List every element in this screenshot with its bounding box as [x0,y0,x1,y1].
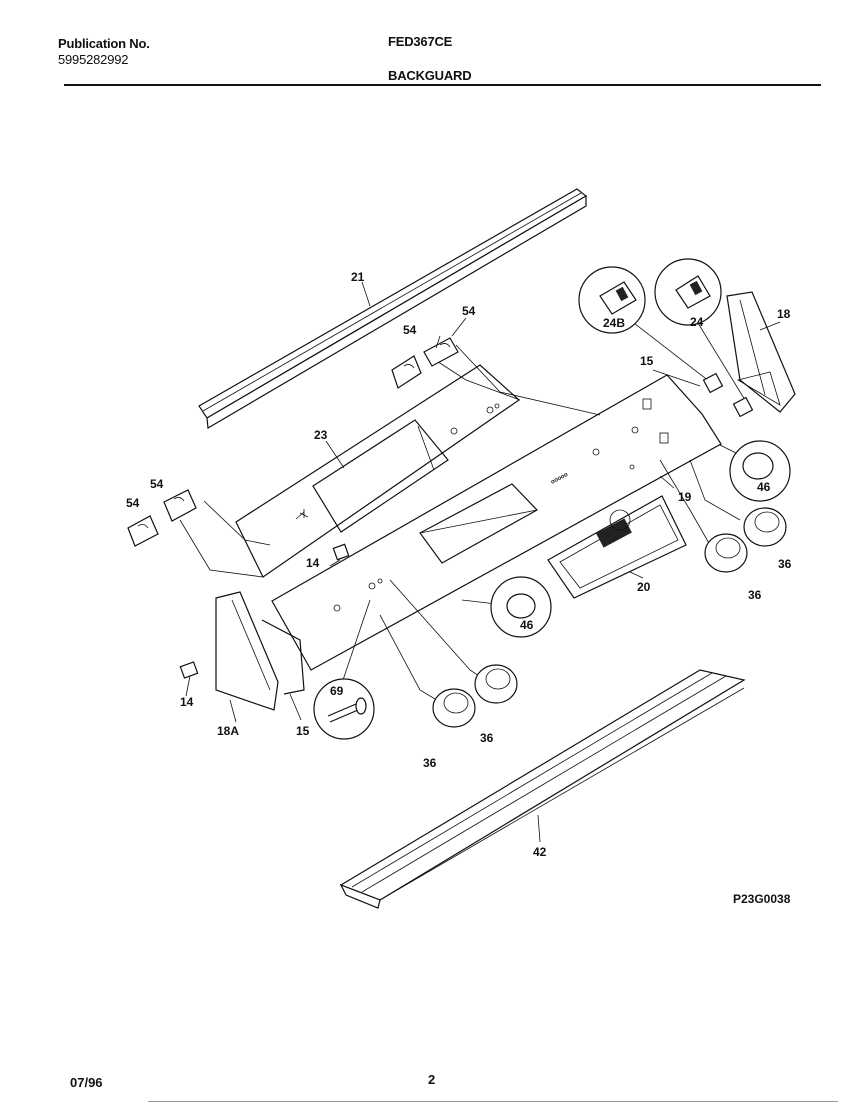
left-panel-part [235,364,520,578]
callout-36: 36 [778,557,792,571]
callout-54: 54 [150,477,164,491]
callout-19: 19 [678,490,692,504]
callout-46: 46 [520,618,534,632]
callout-24b: 24B [603,316,625,330]
top-trim-part [198,188,588,429]
knob-parts [432,440,791,728]
switch-callouts [578,258,754,418]
callout-21: 21 [351,270,365,284]
callout-36: 36 [748,588,762,602]
publication-number: 5995282992 [58,52,129,67]
callout-54: 54 [462,304,476,318]
clock-module-part [547,495,687,599]
callout-15: 15 [640,354,654,368]
publication-label: Publication No. [58,36,150,51]
callout-24: 24 [690,315,704,329]
callout-54: 54 [403,323,417,337]
clip-parts [179,543,350,679]
callout-14: 14 [180,695,194,709]
callout-69: 69 [330,684,344,698]
bracket-54-part [127,337,459,547]
callout-15: 15 [296,724,310,738]
callout-36: 36 [480,731,494,745]
callout-42: 42 [533,845,547,859]
svg-text:ooooo: ooooo [550,472,569,486]
callout-54: 54 [126,496,140,510]
header-rule [64,84,821,86]
page-number: 2 [428,1072,436,1087]
callout-labels: 21 54 54 54 54 23 24B 24 18 15 19 46 14 … [126,270,792,859]
callout-36: 36 [423,756,437,770]
callout-46: 46 [757,480,771,494]
main-panel-part: ooooo [271,374,722,671]
callout-18a: 18A [217,724,239,738]
model-number: FED367CE [388,34,453,49]
footer-date: 07/96 [70,1075,103,1090]
right-endcap-part [726,291,796,413]
footer-rule [148,1101,838,1102]
bottom-trim-part [339,669,746,909]
callout-leaders [185,281,781,843]
section-title: BACKGUARD [388,68,472,83]
callout-14: 14 [306,556,320,570]
callout-20: 20 [637,580,651,594]
callout-23: 23 [314,428,328,442]
drawing-reference-code: P23G0038 [733,892,791,906]
left-endcap-part [215,591,305,711]
screw-part [313,678,375,740]
callout-18: 18 [777,307,791,321]
